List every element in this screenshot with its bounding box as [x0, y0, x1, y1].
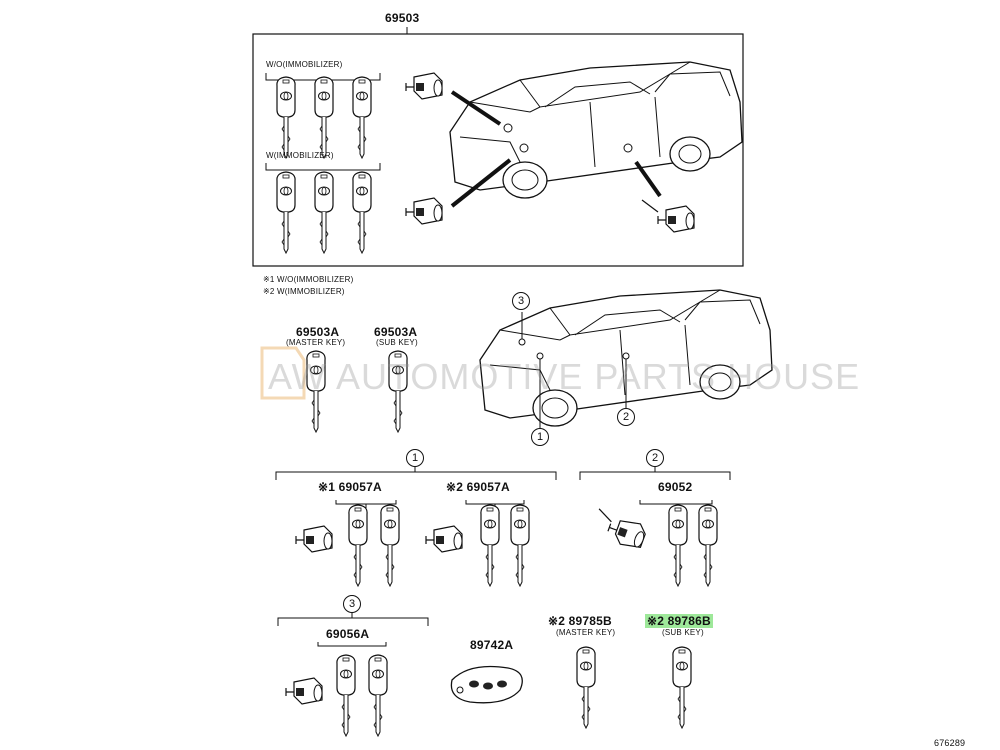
- transponder-master-part: ※2 89785B: [548, 614, 612, 628]
- transponder-sub-part: ※2 89786B: [645, 614, 713, 628]
- key-icon: [698, 504, 718, 587]
- key-icon: [314, 76, 334, 159]
- watermark-text: AUTOMOTIVE PARTS HOUSE: [336, 356, 861, 397]
- key-icon: [348, 504, 368, 587]
- transponder-sub-desc: (SUB KEY): [662, 628, 704, 637]
- w-immobilizer-label: W(IMMOBILIZER): [266, 151, 334, 160]
- master-key-desc: (MASTER KEY): [286, 338, 346, 347]
- transponder-master-key-icon: [576, 646, 596, 729]
- callout-3: 3: [512, 292, 530, 310]
- section-1-left-part: ※1 69057A: [318, 480, 382, 494]
- key-icon: [380, 504, 400, 587]
- section-2-callout: 2: [646, 449, 664, 467]
- glovebox-cylinder-icon: [285, 677, 323, 705]
- key-icon: [368, 654, 388, 737]
- section-3-callout: 3: [343, 595, 361, 613]
- lock-cylinder-icon: [405, 72, 443, 100]
- ignition-cylinder-icon: [425, 525, 463, 553]
- key-icon: [480, 504, 500, 587]
- section-1-right-part: ※2 69057A: [446, 480, 510, 494]
- key-icon: [352, 76, 372, 159]
- ignition-cylinder-icon: [295, 525, 333, 553]
- key-icon: [510, 504, 530, 587]
- sub-key-part: 69503A: [374, 325, 418, 339]
- transponder-master-desc: (MASTER KEY): [556, 628, 616, 637]
- key-icon: [352, 171, 372, 254]
- section-1-callout: 1: [406, 449, 424, 467]
- key-icon: [276, 76, 296, 159]
- watermark-logo-icon: [260, 346, 306, 400]
- callout-1: 1: [531, 428, 549, 446]
- vehicle-illustration: [449, 61, 743, 199]
- remote-fob-icon: [450, 665, 523, 704]
- key-icon: [336, 654, 356, 737]
- transponder-sub-key-icon: [672, 646, 692, 729]
- key-icon: [314, 171, 334, 254]
- main-part-number: 69503: [385, 11, 420, 25]
- remote-part: 89742A: [470, 638, 514, 652]
- highlighted-part-number: ※2 89786B: [645, 614, 713, 628]
- diagram-id: 676289: [934, 738, 966, 748]
- sub-key-desc: (SUB KEY): [376, 338, 418, 347]
- section-2-part: 69052: [658, 480, 693, 494]
- main-assembly-box: [252, 33, 744, 267]
- key-icon: [668, 504, 688, 587]
- door-lock-cylinder-icon: [598, 508, 649, 552]
- key-icon: [276, 171, 296, 254]
- lock-cylinder-icon: [405, 197, 443, 225]
- watermark-logo: AW: [268, 356, 327, 397]
- door-lock-cylinder-icon: [641, 199, 695, 233]
- legend-note-2: ※2 W(IMMOBILIZER): [263, 287, 345, 296]
- wo-immobilizer-label: W/O(IMMOBILIZER): [266, 60, 343, 69]
- legend-note-1: ※1 W/O(IMMOBILIZER): [263, 275, 354, 284]
- section-3-part: 69056A: [326, 627, 370, 641]
- master-key-part: 69503A: [296, 325, 340, 339]
- callout-2: 2: [617, 408, 635, 426]
